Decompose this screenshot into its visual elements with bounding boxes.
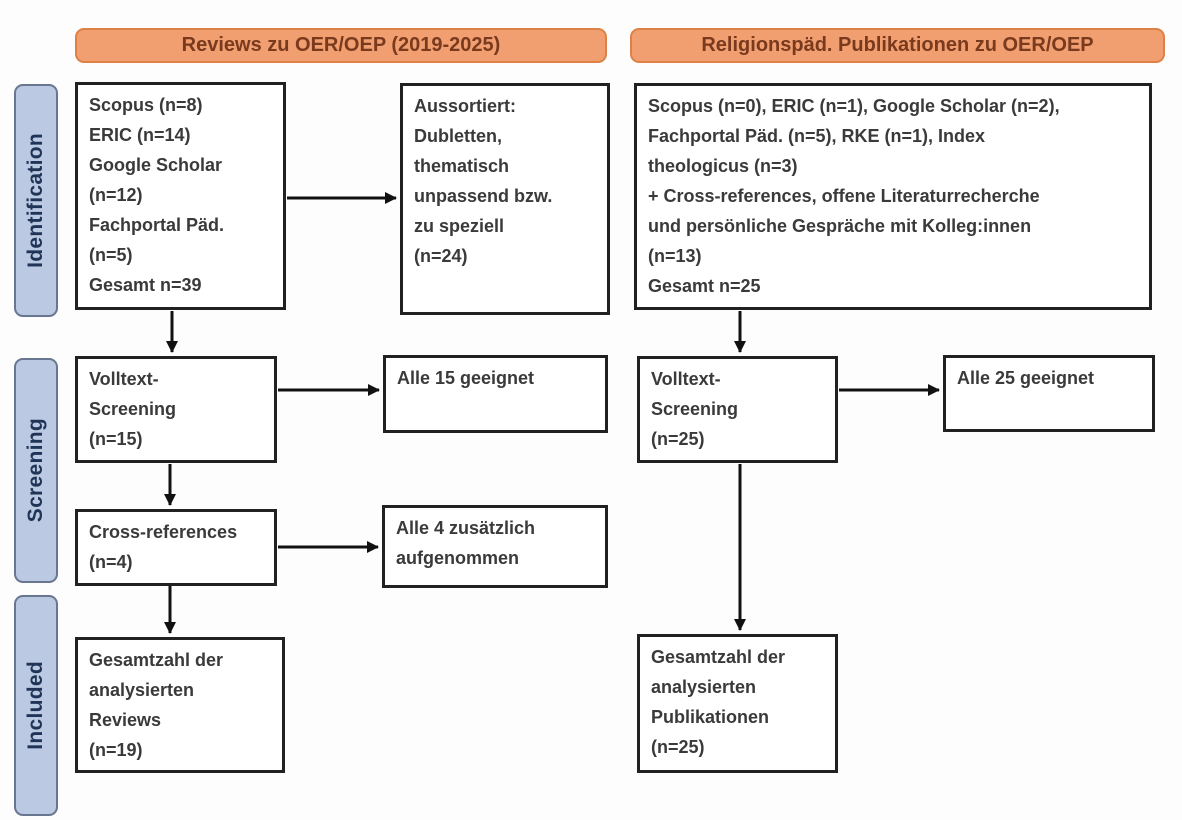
stage-label-screening-text: Screening [24,418,47,523]
box-right-sources: Scopus (n=0), ERIC (n=1), Google Scholar… [634,83,1152,310]
box-left-screening-result: Alle 15 geeignet [383,355,608,433]
box-left-crossref: Cross-references (n=4) [75,509,277,586]
column-header-right: Religionspäd. Publikationen zu OER/OEP [630,28,1165,63]
column-header-left: Reviews zu OER/OEP (2019-2025) [75,28,607,63]
box-right-included: Gesamtzahl der analysierten Publikatione… [637,634,838,773]
stage-label-identification: Identification [14,84,58,317]
box-left-included: Gesamtzahl der analysierten Reviews (n=1… [75,637,285,773]
box-right-screening: Volltext- Screening (n=25) [637,356,838,463]
stage-label-included-text: Included [24,661,47,750]
box-left-crossref-result: Alle 4 zusätzlich aufgenommen [382,505,608,588]
stage-label-screening: Screening [14,358,58,583]
stage-label-included: Included [14,595,58,816]
box-right-screening-result: Alle 25 geeignet [943,355,1155,432]
box-left-excluded: Aussortiert: Dubletten, thematisch unpas… [400,83,610,315]
stage-label-identification-text: Identification [24,133,47,268]
box-left-sources: Scopus (n=8) ERIC (n=14) Google Scholar … [75,82,286,310]
box-left-screening: Volltext- Screening (n=15) [75,356,277,463]
